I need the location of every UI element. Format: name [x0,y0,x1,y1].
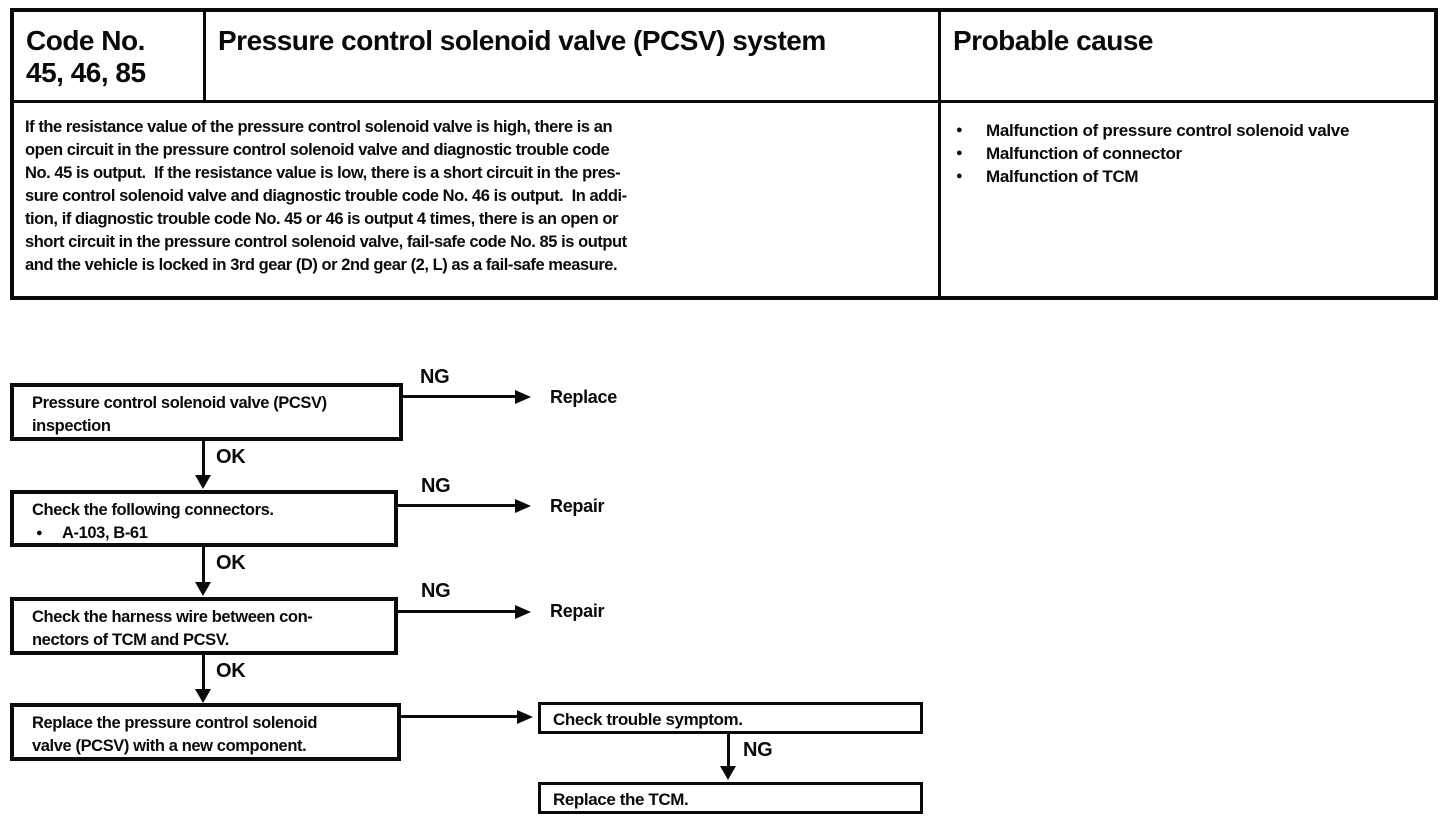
connector-ids: A-103, B-61 [62,524,148,542]
probable-cause-item: ● Malfunction of TCM [953,165,1434,188]
description-line: No. 45 is output. If the resistance valu… [25,164,621,182]
bullet-icon: ● [956,170,963,182]
diagnostic-code-table: Code No. 45, 46, 85 Pressure control sol… [10,8,1438,300]
bullet-icon: ● [956,124,963,136]
flowchart-step-check-harness: Check the harness wire between con- nect… [10,597,398,655]
flowchart-step-pcsv-inspection: Pressure control solenoid valve (PCSV) i… [10,383,403,441]
flowchart-step-check-connectors: Check the following connectors. ● A-103,… [10,490,398,547]
flowchart-step-check-symptom: Check trouble symptom. [538,702,923,734]
step-text: Check the harness wire between con- [32,608,313,626]
arrow-line [401,715,518,718]
action-replace: Replace [550,387,617,407]
branch-label-ng: NG [743,739,773,761]
step-text: Check the following connectors. [32,501,274,519]
probable-cause-text: Malfunction of TCM [986,167,1139,186]
description-line: and the vehicle is locked in 3rd gear (D… [25,256,618,274]
branch-label-ng: NG [421,475,451,497]
arrow-line [727,734,730,770]
step-text: Check trouble symptom. [553,710,743,729]
branch-label-ng: NG [421,580,451,602]
branch-label-ok: OK [216,446,246,468]
arrow-line [202,441,205,479]
action-repair: Repair [550,496,605,516]
probable-cause-item: ● Malfunction of pressure control soleno… [953,119,1434,142]
arrow-line [202,547,205,586]
description-line: If the resistance value of the pressure … [25,118,613,136]
probable-cause-item: ● Malfunction of connector [953,142,1434,165]
probable-cause-header-cell: Probable cause [941,12,1434,100]
arrow-line [403,395,517,398]
arrow-line [398,610,517,613]
code-number-cell: Code No. 45, 46, 85 [14,12,206,100]
system-title: Pressure control solenoid valve (PCSV) s… [218,25,826,56]
branch-label-ng: NG [420,366,450,388]
probable-cause-title: Probable cause [953,25,1153,56]
code-label: Code No. [26,25,145,56]
arrow-down-icon [195,689,211,703]
probable-cause-cell: ● Malfunction of pressure control soleno… [941,103,1434,296]
probable-cause-text: Malfunction of pressure control solenoid… [986,121,1350,140]
probable-cause-text: Malfunction of connector [986,144,1182,163]
description-line: open circuit in the pressure control sol… [25,141,610,159]
step-text: Replace the pressure control solenoid [32,714,318,732]
step-text: valve (PCSV) with a new component. [32,737,307,755]
step-text: inspection [32,417,111,435]
branch-label-ok: OK [216,660,246,682]
arrow-line [202,655,205,693]
step-bullet-item: ● A-103, B-61 [32,522,386,545]
arrow-right-icon [517,710,533,724]
step-text: Pressure control solenoid valve (PCSV) [32,394,327,412]
system-title-cell: Pressure control solenoid valve (PCSV) s… [206,12,941,100]
description-line: short circuit in the pressure control so… [25,233,627,251]
description-line: sure control solenoid valve and diagnost… [25,187,627,205]
flowchart-step-replace-pcsv: Replace the pressure control solenoid va… [10,703,401,761]
step-text: Replace the TCM. [553,790,689,809]
code-values: 45, 46, 85 [26,57,146,88]
bullet-icon: ● [956,147,963,159]
table-header-row: Code No. 45, 46, 85 Pressure control sol… [14,12,1434,103]
bullet-icon: ● [36,527,43,539]
description-line: tion, if diagnostic trouble code No. 45 … [25,210,618,228]
arrow-down-icon [720,766,736,780]
description-cell: If the resistance value of the pressure … [14,103,941,296]
flowchart-step-replace-tcm: Replace the TCM. [538,782,923,814]
step-text: nectors of TCM and PCSV. [32,631,229,649]
arrow-right-icon [515,390,531,404]
arrow-right-icon [515,605,531,619]
arrow-line [398,504,517,507]
arrow-right-icon [515,499,531,513]
branch-label-ok: OK [216,552,246,574]
arrow-down-icon [195,475,211,489]
action-repair: Repair [550,601,605,621]
arrow-down-icon [195,582,211,596]
table-body-row: If the resistance value of the pressure … [14,103,1434,296]
